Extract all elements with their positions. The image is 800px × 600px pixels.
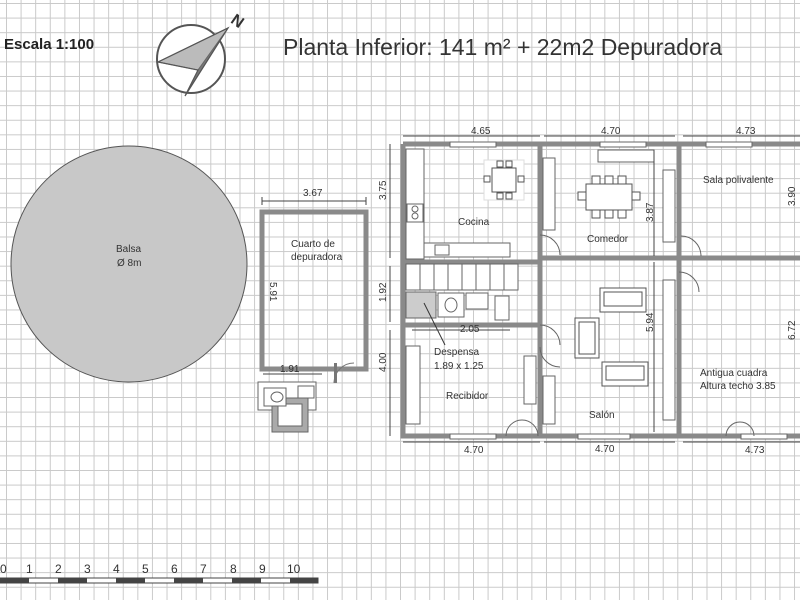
dim-top-1: 4.65 bbox=[471, 126, 491, 137]
scale-tick: 3 bbox=[84, 562, 91, 576]
depuradora-room bbox=[259, 209, 369, 372]
room-cuadra-height: Altura techo 3.85 bbox=[700, 381, 776, 392]
dim-top-2: 4.70 bbox=[601, 126, 621, 137]
page-title: Planta Inferior: 141 m² + 22m2 Depurador… bbox=[283, 34, 723, 60]
scale-tick: 6 bbox=[171, 562, 178, 576]
dim-salon-h: 5.94 bbox=[645, 312, 656, 332]
room-cocina: Cocina bbox=[458, 217, 490, 228]
dim-comedor-h: 3.87 bbox=[645, 202, 656, 222]
room-recibidor: Recibidor bbox=[446, 391, 489, 402]
dim-depur-width: 3.67 bbox=[303, 188, 323, 199]
scale-bar bbox=[0, 577, 319, 584]
dim-depur-bottom: 1.91 bbox=[280, 364, 300, 375]
room-salon: Salón bbox=[589, 410, 615, 421]
room-despensa-size: 1.89 x 1.25 bbox=[434, 361, 484, 372]
dim-right-lower: 6.72 bbox=[787, 320, 798, 340]
scale-tick: 10 bbox=[287, 562, 301, 576]
scale-tick: 8 bbox=[230, 562, 237, 576]
scale-tick: 1 bbox=[26, 562, 33, 576]
dim-left-lower: 4.00 bbox=[378, 352, 389, 372]
dim-depur-height: 5.91 bbox=[267, 282, 278, 302]
scale-tick: 9 bbox=[259, 562, 266, 576]
dim-top-3: 4.73 bbox=[736, 126, 756, 137]
dim-bottom-3: 4.73 bbox=[745, 445, 765, 456]
compass-icon bbox=[156, 24, 230, 97]
dim-bottom-1: 4.70 bbox=[464, 445, 484, 456]
room-sala: Sala polivalente bbox=[703, 175, 774, 186]
dim-right-upper: 3.90 bbox=[787, 186, 798, 206]
pool-circle bbox=[10, 145, 248, 383]
scale-label: Escala 1:100 bbox=[4, 36, 95, 53]
scale-tick: 4 bbox=[113, 562, 120, 576]
table-icon bbox=[483, 159, 641, 219]
room-despensa: Despensa bbox=[434, 347, 480, 358]
scale-tick: 0 bbox=[0, 562, 7, 576]
room-cuadra: Antigua cuadra bbox=[700, 368, 768, 379]
dim-bottom-2: 4.70 bbox=[595, 444, 615, 455]
pool-diameter: Ø 8m bbox=[117, 258, 142, 269]
scale-tick: 2 bbox=[55, 562, 62, 576]
dim-left-mid: 1.92 bbox=[378, 282, 389, 302]
scale-tick: 7 bbox=[200, 562, 207, 576]
room-depuradora: Cuarto de depuradora bbox=[291, 239, 343, 263]
room-comedor: Comedor bbox=[587, 234, 629, 245]
scale-tick: 5 bbox=[142, 562, 149, 576]
dim-left-upper: 3.75 bbox=[378, 180, 389, 200]
dim-stair: 2.05 bbox=[460, 324, 480, 335]
pool-label: Balsa bbox=[116, 244, 142, 255]
